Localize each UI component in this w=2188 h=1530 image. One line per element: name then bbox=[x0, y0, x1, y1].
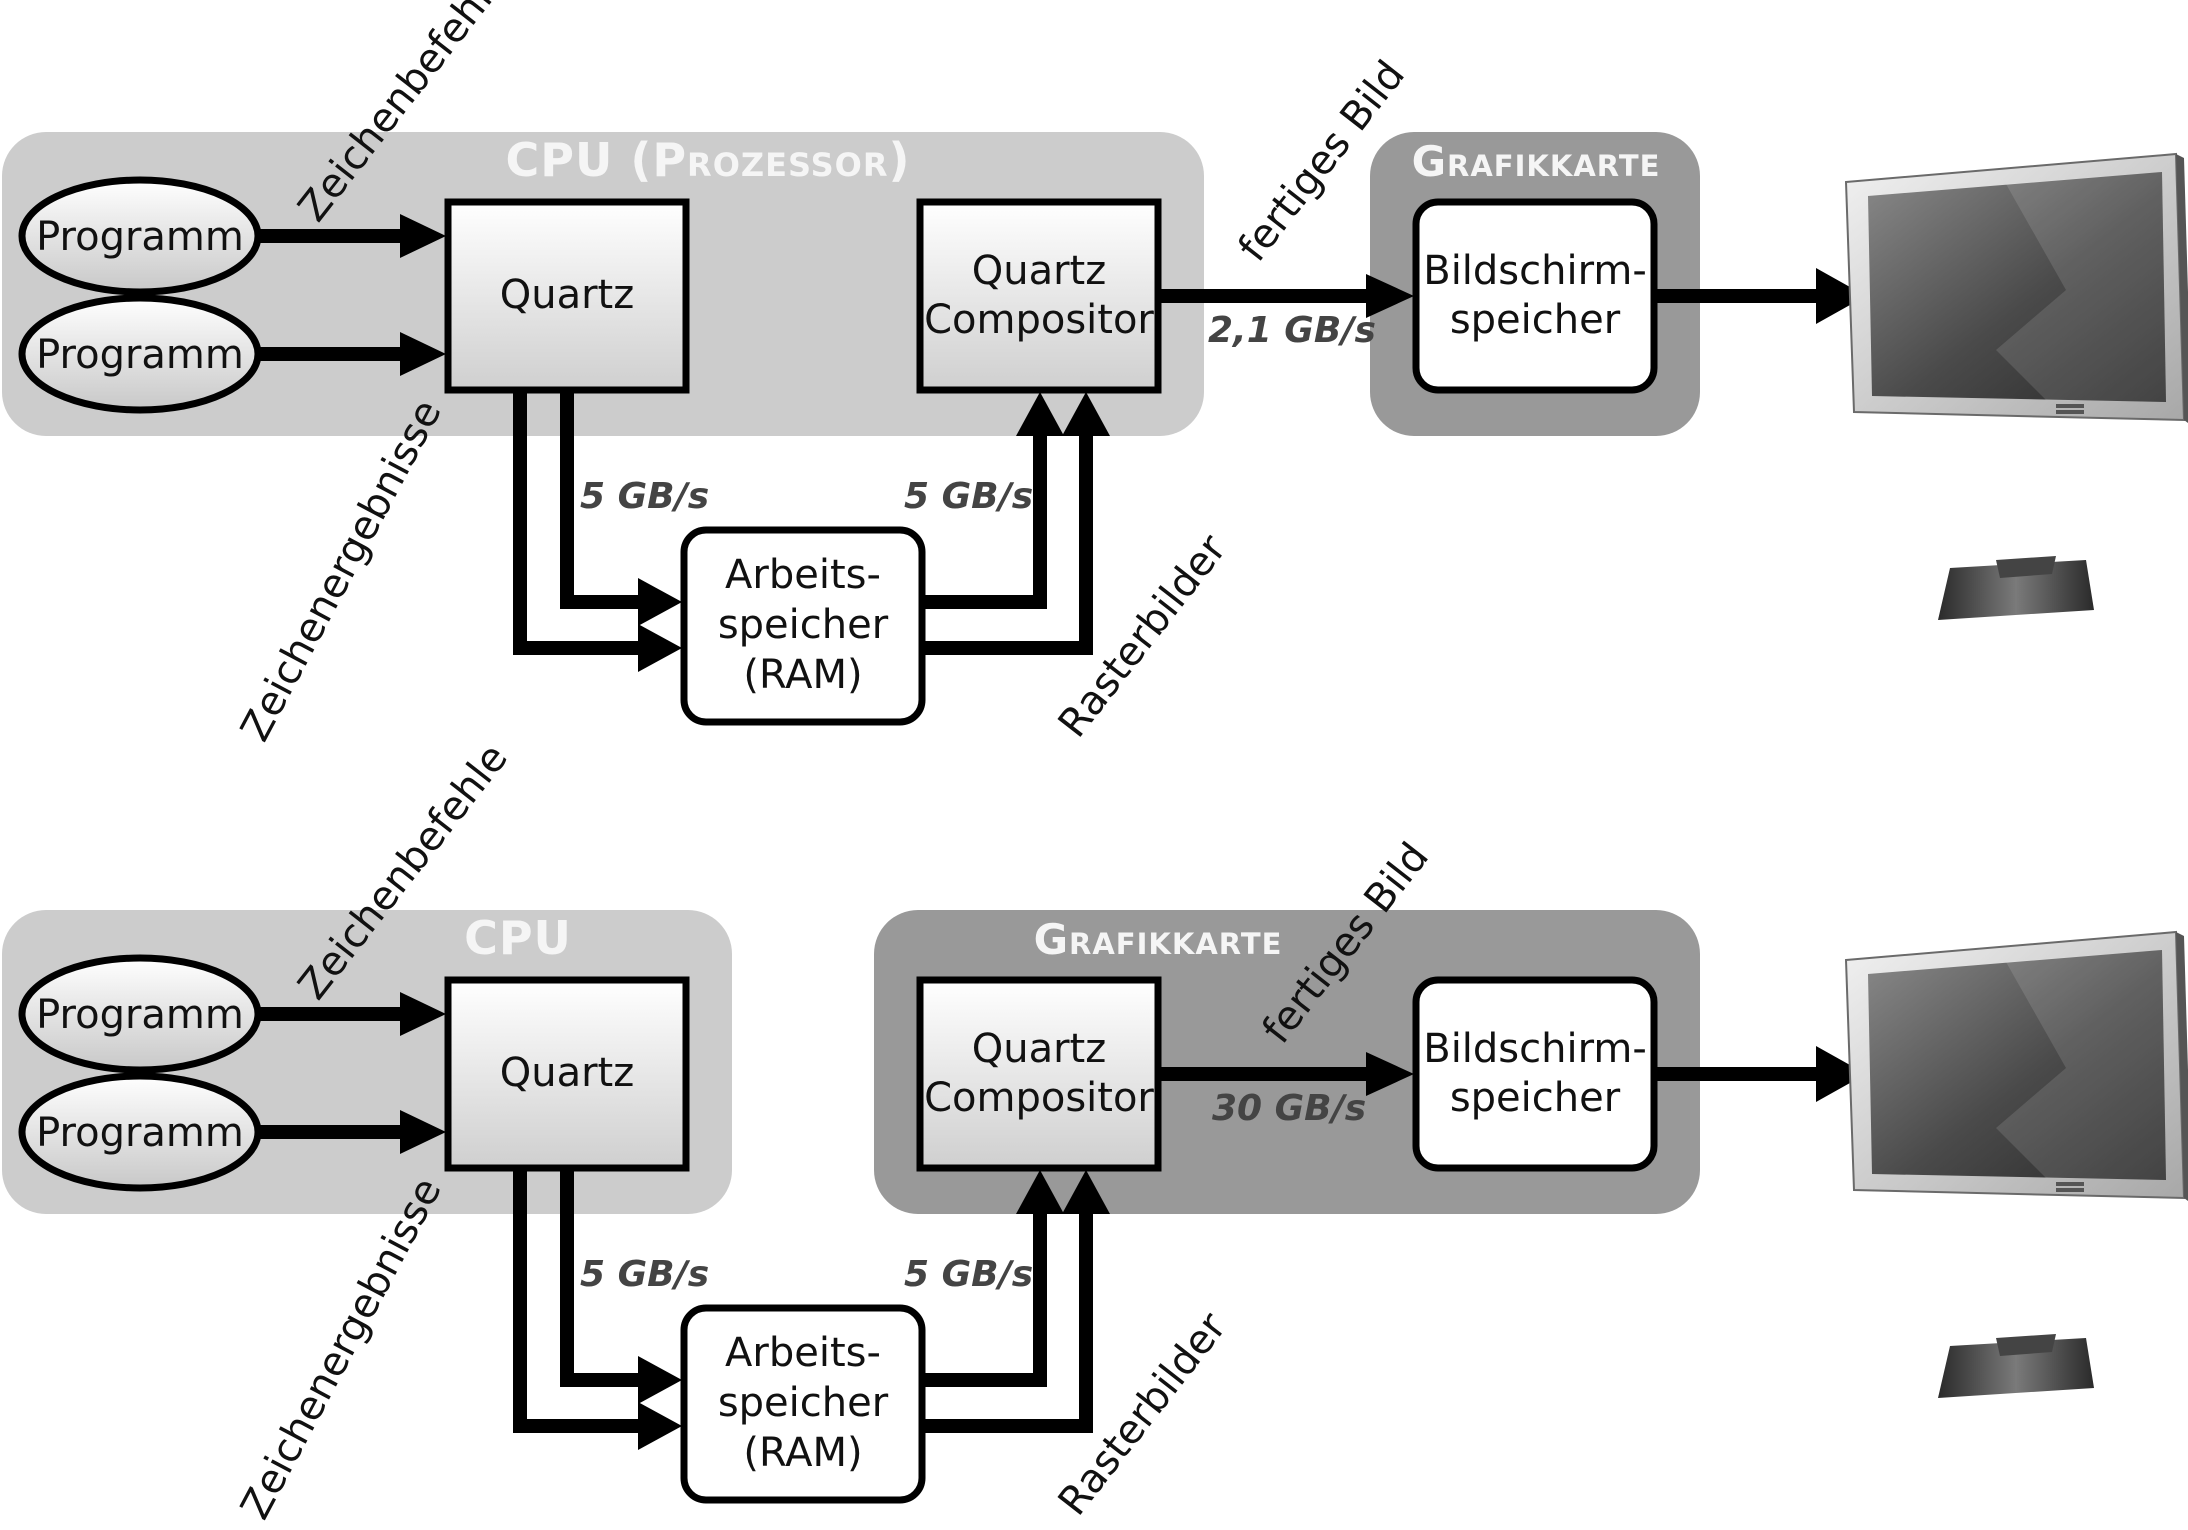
arrow-quartz-ram bbox=[560, 392, 682, 626]
arrow-ram-compositor bbox=[924, 1170, 1110, 1433]
rate-compositor-framebuffer: 30 GB/s bbox=[1212, 1088, 1366, 1129]
compositor-box bbox=[916, 198, 1162, 394]
compositor-box bbox=[916, 976, 1162, 1172]
program-label: Programm bbox=[36, 214, 244, 260]
framebuffer-label: Bildschirm- bbox=[1423, 1026, 1647, 1072]
arrow-framebuffer-monitor bbox=[1656, 268, 1866, 324]
framebuffer-box bbox=[1412, 198, 1658, 394]
framebuffer-label: Bildschirm- bbox=[1423, 248, 1647, 294]
program-label: Programm bbox=[36, 332, 244, 378]
quartz-box bbox=[444, 198, 690, 394]
arrow-compositor-framebuffer bbox=[1160, 274, 1414, 318]
framebuffer-label: speicher bbox=[1450, 297, 1621, 343]
raster-images-label: Rasterbilder bbox=[1050, 1304, 1236, 1524]
ram-label: (RAM) bbox=[743, 652, 862, 698]
arrow-ram-compositor bbox=[924, 392, 1110, 655]
monitor-icon bbox=[1844, 152, 2188, 620]
arrow-program-quartz bbox=[258, 992, 446, 1036]
arrow-quartz-ram bbox=[513, 1170, 682, 1450]
compositor-label: Quartz bbox=[972, 248, 1106, 294]
arrow-program-quartz bbox=[258, 1110, 446, 1154]
draw-results-label: Zeichenergebnisse bbox=[232, 393, 451, 749]
quartz-label: Quartz bbox=[500, 1050, 634, 1096]
rate-ram-compositor: 5 GB/s bbox=[904, 1254, 1033, 1295]
draw-results-label: Zeichenergebnisse bbox=[232, 1171, 451, 1527]
ram-label: Arbeits- bbox=[725, 1330, 881, 1376]
raster-images-label: Rasterbilder bbox=[1050, 526, 1236, 746]
arrow-quartz-ram bbox=[560, 1170, 682, 1404]
compositor-label: Quartz bbox=[972, 1026, 1106, 1072]
compositor-label: Compositor bbox=[924, 297, 1154, 343]
arrow-framebuffer-monitor bbox=[1656, 1046, 1866, 1102]
ram-label: Arbeits- bbox=[725, 552, 881, 598]
monitor-icon bbox=[1844, 930, 2188, 1398]
arrow-program-quartz bbox=[258, 214, 446, 258]
framebuffer-box bbox=[1412, 976, 1658, 1172]
program-label: Programm bbox=[36, 1110, 244, 1156]
cpu-region-label: CPU bbox=[464, 911, 572, 965]
arrow-program-quartz bbox=[258, 332, 446, 376]
compositor-label: Compositor bbox=[924, 1075, 1154, 1121]
framebuffer-label: speicher bbox=[1450, 1075, 1621, 1121]
ram-label: speicher bbox=[718, 1380, 889, 1426]
arrow-ram-compositor bbox=[924, 1170, 1064, 1387]
gpu-region-label: Grafikkarte bbox=[1034, 915, 1283, 964]
arrow-ram-compositor bbox=[924, 392, 1064, 609]
rate-compositor-framebuffer: 2,1 GB/s bbox=[1208, 310, 1376, 351]
ram-label: speicher bbox=[718, 602, 889, 648]
diagram-top: CPU (Prozessor) Grafikkarte Programm Pro… bbox=[2, 0, 2188, 749]
arrow-quartz-ram bbox=[513, 392, 682, 672]
quartz-box bbox=[444, 976, 690, 1172]
ram-box bbox=[680, 526, 926, 726]
diagram-bottom: CPU Grafikkarte Programm Programm Zeiche… bbox=[2, 735, 2188, 1527]
gpu-region-label: Grafikkarte bbox=[1412, 137, 1661, 186]
arrow-compositor-framebuffer bbox=[1160, 1052, 1414, 1096]
quartz-label: Quartz bbox=[500, 272, 634, 318]
ram-label: (RAM) bbox=[743, 1430, 862, 1476]
cpu-region-label: CPU (Prozessor) bbox=[505, 133, 910, 187]
rate-quartz-ram: 5 GB/s bbox=[580, 476, 709, 517]
rate-ram-compositor: 5 GB/s bbox=[904, 476, 1033, 517]
program-label: Programm bbox=[36, 992, 244, 1038]
ram-box bbox=[680, 1304, 926, 1504]
rate-quartz-ram: 5 GB/s bbox=[580, 1254, 709, 1295]
